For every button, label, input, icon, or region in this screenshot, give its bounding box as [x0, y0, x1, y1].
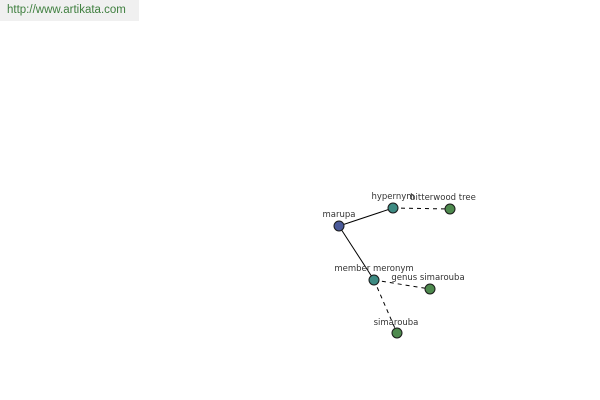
- edge-marupa-member-meronym: [338, 225, 375, 281]
- node-member-meronym[interactable]: [368, 274, 380, 286]
- label-hypernym: hypernym: [371, 192, 414, 202]
- node-simarouba[interactable]: [391, 327, 403, 339]
- edge-member-meronym-genus-simarouba: [373, 279, 431, 290]
- label-marupa: marupa: [323, 210, 356, 220]
- edge-marupa-hypernym: [338, 207, 394, 227]
- label-bitterwood-tree: bitterwood tree: [410, 193, 476, 203]
- label-genus-simarouba: genus simarouba: [391, 273, 464, 283]
- node-genus-simarouba[interactable]: [424, 283, 436, 295]
- edge-hypernym-bitterwood-tree: [392, 207, 451, 210]
- label-simarouba: simarouba: [374, 318, 419, 328]
- node-hypernym[interactable]: [387, 202, 399, 214]
- node-marupa[interactable]: [333, 220, 345, 232]
- edge-member-meronym-simarouba: [373, 279, 398, 334]
- node-bitterwood-tree[interactable]: [444, 203, 456, 215]
- label-member-meronym: member meronym: [334, 264, 413, 274]
- watermark-url[interactable]: http://www.artikata.com: [7, 4, 126, 16]
- watermark-bar: http://www.artikata.com: [0, 0, 139, 21]
